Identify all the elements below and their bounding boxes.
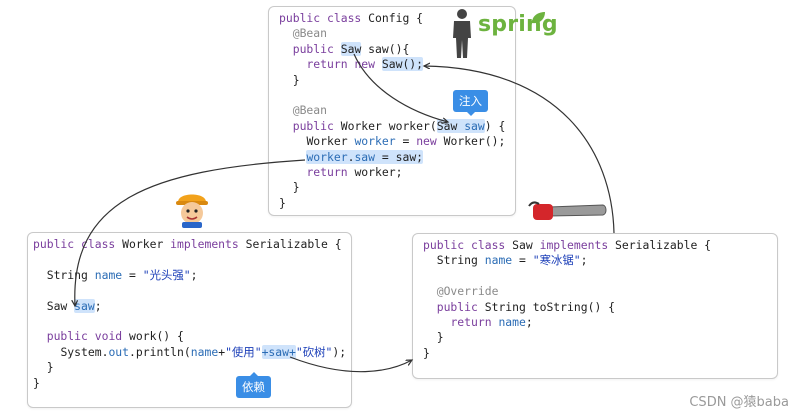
code-token: name — [94, 267, 123, 282]
code-token: out — [108, 344, 130, 359]
code-token: ; — [94, 298, 102, 313]
code-token: ) { — [484, 118, 506, 133]
code-token: ; — [580, 253, 588, 268]
code-token: worker — [354, 134, 396, 149]
code-token: return new — [306, 57, 376, 72]
highlight-new-saw: Saw(); — [381, 57, 424, 72]
person-silhouette-icon — [453, 9, 471, 58]
chainsaw-icon — [528, 201, 607, 220]
code-token: System. — [60, 344, 109, 359]
code-token: public — [436, 299, 478, 314]
code-token: "寒冰锯" — [532, 253, 581, 268]
code-token: name — [190, 344, 219, 359]
code-token: work() { — [122, 329, 184, 344]
code-token: String — [46, 267, 95, 282]
code-token: } — [292, 180, 300, 195]
code-token: name — [484, 253, 513, 268]
code-token: ; — [190, 267, 198, 282]
code-token: .println( — [129, 344, 191, 359]
arrow-saw-to-param — [353, 53, 448, 122]
spring-logo: spring — [478, 12, 558, 37]
code-token: public void — [46, 329, 123, 344]
code-token: "光头强" — [142, 267, 191, 282]
code-token: . — [347, 149, 355, 164]
code-token: implements — [539, 238, 609, 252]
highlight-worker-saw-assign: worker.saw = saw; — [306, 149, 424, 164]
code-token: public class — [33, 237, 116, 251]
code-token: Saw — [505, 238, 540, 252]
code-token: + — [218, 344, 226, 359]
code-token: "使用" — [225, 344, 262, 359]
code-token: } — [436, 330, 444, 345]
arrow-usage-to-saw-tostring — [289, 356, 412, 373]
arrow-saw-class-to-config — [424, 66, 615, 234]
worker-class-card: public class Worker implements Serializa… — [27, 232, 352, 408]
code-token: ); — [332, 344, 347, 359]
inject-badge: 注入 — [453, 90, 488, 116]
code-token: saw(){ — [361, 41, 410, 56]
code-token: public class — [423, 238, 506, 252]
code-token: = saw; — [375, 149, 424, 164]
code-token: public — [292, 41, 334, 56]
code-token: public class — [279, 11, 362, 25]
code-token: worker — [306, 149, 348, 164]
code-token: saw — [354, 149, 376, 164]
highlight-saw-usage: +saw+ — [261, 344, 296, 359]
worker-cartoon-icon — [176, 194, 208, 228]
worker-code: public class Worker implements Serializa… — [33, 237, 346, 391]
highlight-saw-field: saw — [74, 298, 95, 313]
code-token: Serializable { — [238, 237, 342, 251]
code-token: new — [416, 134, 437, 149]
annotation: @Bean — [292, 26, 328, 41]
code-token: } — [46, 360, 54, 375]
code-token: } — [279, 195, 286, 210]
code-token: public — [292, 118, 334, 133]
annotation: @Bean — [292, 103, 328, 118]
arrow-assign-to-worker-field — [75, 159, 306, 306]
code-token: Worker worker( — [333, 118, 437, 133]
highlight-saw-type: Saw — [340, 41, 362, 56]
code-token: Saw — [46, 298, 75, 313]
code-token: = — [122, 267, 143, 282]
code-token: } — [423, 345, 430, 360]
code-token: String toString() { — [477, 299, 616, 314]
code-token: "砍树" — [295, 344, 333, 359]
config-code: public class Config { @Bean public Saw s… — [279, 11, 505, 211]
code-token: worker; — [347, 165, 403, 180]
watermark: CSDN @猿baba — [689, 395, 789, 410]
code-token: implements — [170, 237, 239, 251]
code-token: Worker — [306, 134, 355, 149]
code-token: Config { — [361, 11, 424, 25]
code-token: } — [292, 72, 300, 87]
code-token: name — [498, 315, 526, 330]
saw-code: public class Saw implements Serializable… — [423, 238, 711, 361]
code-token: Serializable { — [608, 238, 712, 252]
code-token: } — [33, 375, 40, 390]
code-token: return — [306, 165, 348, 180]
code-token: = — [512, 253, 533, 268]
code-token: = — [395, 134, 417, 149]
code-token: ; — [525, 315, 533, 330]
code-token: return — [450, 315, 492, 330]
code-token: Worker — [115, 237, 171, 251]
depend-badge: 依赖 — [236, 372, 271, 398]
spring-leaf-icon — [532, 12, 545, 24]
code-token: Worker(); — [436, 134, 506, 149]
saw-class-card: public class Saw implements Serializable… — [412, 233, 778, 379]
code-token: saw — [464, 118, 485, 133]
code-token: String — [436, 253, 485, 268]
annotation: @Override — [436, 284, 499, 299]
